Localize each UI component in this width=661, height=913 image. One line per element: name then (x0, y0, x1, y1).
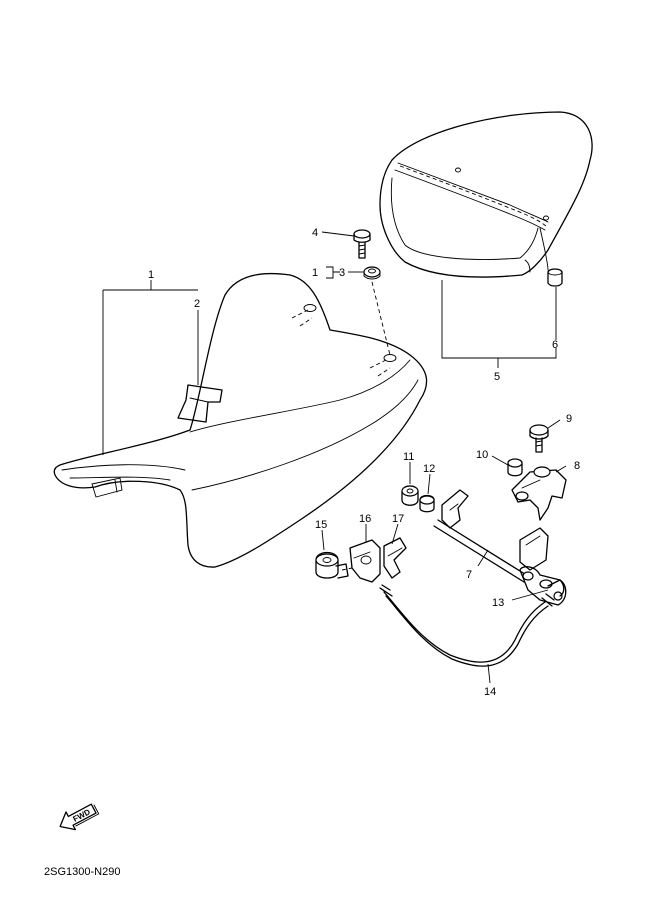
callout-15: 15 (315, 519, 327, 531)
lock-cylinder-15 (315, 551, 349, 579)
screw-9 (529, 424, 549, 453)
damper-3 (363, 266, 381, 280)
callout-5: 5 (494, 371, 500, 383)
grommet-11 (401, 485, 419, 506)
callout-13: 13 (492, 597, 504, 609)
fwd-arrow-icon: FWD (59, 803, 100, 831)
callout-1b: 1 (312, 267, 318, 279)
cap-6 (547, 268, 563, 287)
callout-16: 16 (359, 513, 371, 525)
callout-1a: 1 (148, 269, 154, 281)
collar-10 (507, 458, 523, 477)
clip-17 (383, 537, 407, 579)
callout-10: 10 (476, 449, 488, 461)
callout-12: 12 (423, 463, 435, 475)
leader-lines (102, 231, 567, 684)
callout-17: 17 (392, 513, 404, 525)
bolt-4 (353, 229, 371, 259)
diagram-code: 2SG1300-N290 (44, 866, 121, 878)
seat-lock-cable-14 (379, 584, 555, 667)
collar-12 (419, 494, 435, 513)
callout-2: 2 (194, 298, 200, 310)
callout-8: 8 (574, 460, 580, 472)
callout-11: 11 (403, 451, 414, 463)
callout-4: 4 (312, 227, 318, 239)
callout-6: 6 (552, 339, 558, 351)
callout-14: 14 (484, 686, 496, 698)
callout-numbers: 1 2 1 3 4 5 6 7 8 9 10 11 12 13 14 15 16… (148, 227, 580, 698)
seat-lock-hook-8 (511, 466, 567, 521)
seat-lock-bracket-7 (433, 489, 567, 606)
callout-9: 9 (566, 413, 572, 425)
spring-13 (547, 579, 565, 597)
callout-7: 7 (466, 569, 472, 581)
bracket-16 (349, 539, 381, 583)
front-seat (53, 272, 428, 568)
rear-seat (379, 111, 593, 278)
callout-3: 3 (339, 267, 345, 279)
